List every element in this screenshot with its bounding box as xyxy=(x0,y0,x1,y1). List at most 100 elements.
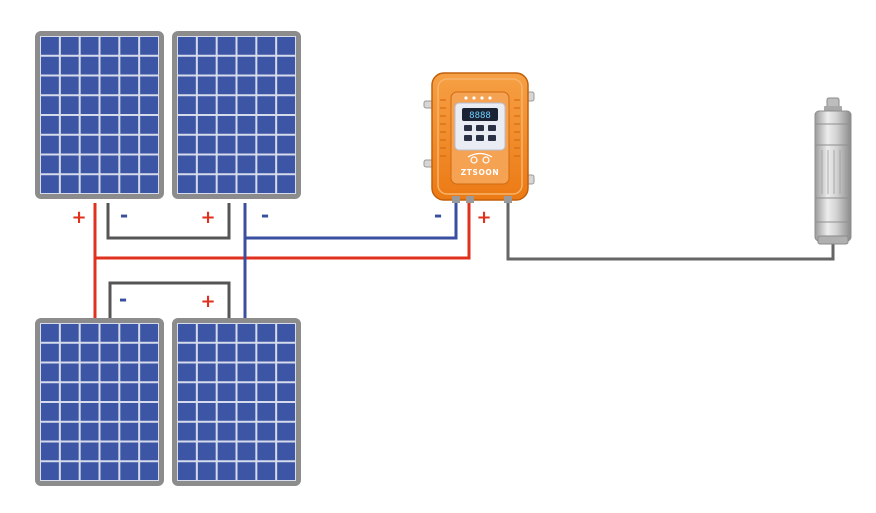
solar-cell xyxy=(237,324,256,342)
solar-cell xyxy=(41,96,59,114)
solar-cell xyxy=(257,462,276,480)
solar-cell xyxy=(178,96,196,114)
solar-cell xyxy=(217,175,236,193)
solar-cell xyxy=(120,403,139,421)
solar-cell xyxy=(120,324,139,342)
solar-cell xyxy=(41,343,59,362)
solar-cell xyxy=(60,343,79,362)
solar-cell xyxy=(197,155,216,174)
solar-cell xyxy=(197,363,216,382)
plus-sign-panel4: + xyxy=(200,291,215,312)
solar-cell xyxy=(217,363,236,382)
solar-cell xyxy=(237,422,256,441)
solar-cell xyxy=(217,76,236,95)
solar-cell xyxy=(178,343,196,362)
submersible-pump-icon xyxy=(814,97,852,245)
solar-cell xyxy=(60,116,79,134)
solar-cell xyxy=(41,116,59,134)
solar-cell xyxy=(41,56,59,75)
solar-cell xyxy=(178,442,196,461)
solar-cell xyxy=(197,37,216,55)
pump-cable xyxy=(506,203,835,261)
controller-display-digits: 8888 xyxy=(469,111,491,121)
solar-cell xyxy=(80,96,99,114)
solar-cell xyxy=(178,37,196,55)
solar-cell xyxy=(100,363,119,382)
solar-panel-top-left xyxy=(35,31,164,199)
minus-sign-panel3: - xyxy=(119,287,127,311)
solar-cell xyxy=(217,403,236,421)
solar-cell xyxy=(257,135,276,154)
solar-cell xyxy=(277,56,295,75)
solar-cell xyxy=(257,56,276,75)
solar-cell xyxy=(277,76,295,95)
solar-cell xyxy=(197,324,216,342)
solar-cell xyxy=(60,324,79,342)
solar-cell xyxy=(100,96,119,114)
solar-cell xyxy=(217,96,236,114)
solar-cell xyxy=(80,56,99,75)
solar-cell xyxy=(140,422,158,441)
solar-cell xyxy=(140,96,158,114)
solar-cell xyxy=(100,76,119,95)
solar-cell xyxy=(120,96,139,114)
solar-cell xyxy=(277,155,295,174)
solar-cell xyxy=(80,116,99,134)
solar-cell xyxy=(178,403,196,421)
solar-cell xyxy=(140,76,158,95)
solar-cell xyxy=(41,403,59,421)
solar-cell xyxy=(140,56,158,75)
solar-cell xyxy=(277,175,295,193)
solar-cell xyxy=(178,116,196,134)
solar-cell xyxy=(60,155,79,174)
solar-cell xyxy=(277,462,295,480)
solar-cell xyxy=(120,442,139,461)
controller-display xyxy=(462,108,498,121)
solar-cell xyxy=(237,403,256,421)
solar-cell xyxy=(217,462,236,480)
solar-cell xyxy=(197,343,216,362)
solar-cell xyxy=(41,422,59,441)
solar-cell xyxy=(257,363,276,382)
solar-cell xyxy=(178,56,196,75)
solar-cell xyxy=(100,56,119,75)
solar-cell xyxy=(178,155,196,174)
solar-cell xyxy=(178,324,196,342)
solar-cell xyxy=(120,155,139,174)
solar-cell xyxy=(100,343,119,362)
solar-cell xyxy=(257,175,276,193)
solar-cell xyxy=(60,96,79,114)
solar-cell xyxy=(237,363,256,382)
solar-cell xyxy=(100,135,119,154)
brand-logo-icon xyxy=(467,152,493,164)
minus-sign-controller: - xyxy=(434,203,442,227)
solar-cell xyxy=(41,155,59,174)
solar-cell xyxy=(140,343,158,362)
solar-cell xyxy=(100,442,119,461)
solar-cell xyxy=(120,175,139,193)
solar-cell xyxy=(120,363,139,382)
solar-cell xyxy=(80,403,99,421)
solar-cell xyxy=(237,175,256,193)
solar-cell xyxy=(217,343,236,362)
solar-cell xyxy=(217,155,236,174)
solar-cell xyxy=(178,363,196,382)
solar-cell xyxy=(120,422,139,441)
wires xyxy=(93,203,835,318)
solar-cell xyxy=(140,135,158,154)
solar-cell xyxy=(140,383,158,401)
solar-cell xyxy=(178,175,196,193)
solar-cell xyxy=(80,462,99,480)
solar-cell xyxy=(178,383,196,401)
solar-cell xyxy=(277,324,295,342)
solar-cell xyxy=(60,462,79,480)
solar-cell xyxy=(277,343,295,362)
solar-cell xyxy=(80,422,99,441)
solar-cell xyxy=(80,37,99,55)
solar-cell xyxy=(257,422,276,441)
polarity-labels: + - + - - + - + xyxy=(71,203,491,312)
series-link-bottom xyxy=(108,281,231,318)
solar-cell xyxy=(100,324,119,342)
solar-cell xyxy=(140,155,158,174)
